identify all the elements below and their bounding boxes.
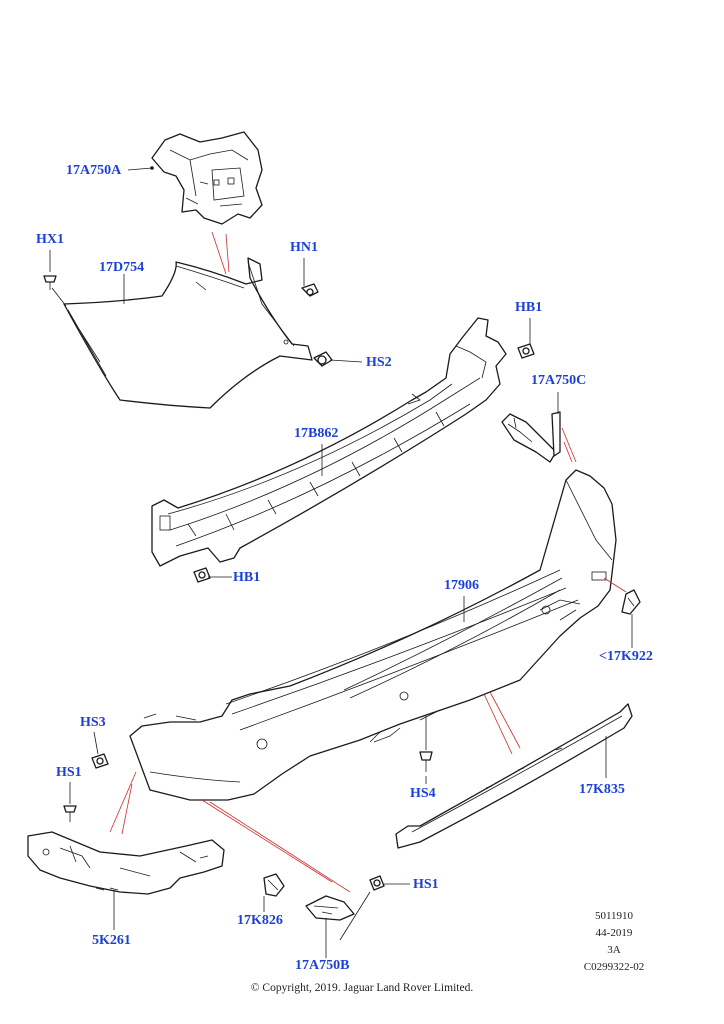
panel-17D754[interactable] (63, 257, 313, 409)
callout-17A750A[interactable]: 17A750A (66, 163, 122, 178)
ref-code-4: C0299322-02 (583, 961, 645, 973)
screw-HS2[interactable] (313, 351, 333, 367)
copyright-notice: © Copyright, 2019. Jaguar Land Rover Lim… (250, 982, 474, 994)
callout-17K835[interactable]: 17K835 (579, 782, 625, 797)
drawing-reference: 5011910 44-2019 3A C0299322-02 (568, 908, 660, 976)
bracket-17K922[interactable] (621, 589, 641, 615)
callout-17D754[interactable]: 17D754 (99, 260, 145, 275)
callout-17K826[interactable]: 17K826 (237, 913, 283, 928)
callout-HX1[interactable]: HX1 (36, 232, 64, 247)
screw-HS3[interactable] (91, 753, 109, 769)
callout-HS1-right[interactable]: HS1 (413, 877, 439, 892)
callout-HS4[interactable]: HS4 (410, 786, 436, 801)
bolt-HB1-bottom[interactable] (193, 567, 211, 583)
screw-HX1[interactable] (43, 275, 57, 290)
callout-HS1-left[interactable]: HS1 (56, 765, 82, 780)
nut-HN1[interactable] (301, 283, 319, 297)
ref-code-3: 3A (607, 944, 621, 956)
bolt-HB1-top[interactable] (517, 343, 535, 359)
clip-17K826[interactable] (263, 873, 285, 897)
ref-code-2: 44-2019 (595, 927, 633, 939)
callout-HN1[interactable]: HN1 (290, 240, 318, 255)
callout-17B862[interactable]: 17B862 (294, 426, 339, 441)
callout-17906[interactable]: 17906 (444, 578, 479, 593)
bracket-17A750A[interactable] (151, 131, 263, 225)
panel-5K261[interactable] (27, 831, 225, 895)
screw-HS4[interactable] (419, 751, 433, 772)
bumper-cover-17906[interactable] (129, 469, 617, 801)
callout-17A750B[interactable]: 17A750B (295, 958, 350, 973)
bracket-17A750C[interactable] (501, 411, 561, 463)
ref-code-1: 5011910 (594, 910, 634, 922)
callout-HB1-bottom[interactable]: HB1 (233, 570, 261, 585)
screw-HS1-left[interactable] (63, 805, 77, 822)
callout-5K261[interactable]: 5K261 (92, 933, 131, 948)
callout-HS2[interactable]: HS2 (366, 355, 392, 370)
callout-17A750C[interactable]: 17A750C (531, 373, 587, 388)
callout-HB1-top[interactable]: HB1 (515, 300, 543, 315)
bracket-17A750B[interactable] (305, 895, 355, 921)
callout-HS3[interactable]: HS3 (80, 715, 106, 730)
trim-strip-17K835[interactable] (395, 703, 633, 849)
callout-17K922[interactable]: <17K922 (599, 649, 653, 664)
screw-HS1-right[interactable] (369, 875, 385, 891)
beam-17B862[interactable] (151, 317, 507, 567)
